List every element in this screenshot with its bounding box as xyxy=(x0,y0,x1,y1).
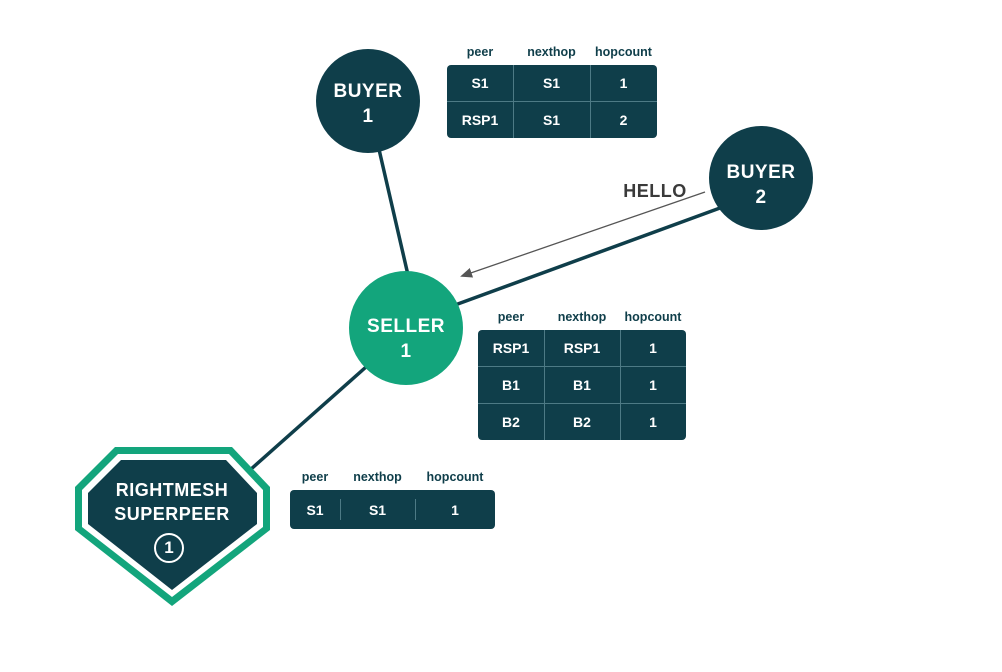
table-cell: B1 xyxy=(573,377,591,393)
superpeer-table-body: S1 S1 1 xyxy=(290,490,495,529)
table-cell: 1 xyxy=(649,377,657,393)
superpeer-header-nexthop: nexthop xyxy=(353,470,402,484)
buyer1-routing-table: peer nexthop hopcount S1 S1 1 RSP1 S1 2 xyxy=(447,45,657,138)
hello-arrow xyxy=(460,191,706,278)
table-cell: B2 xyxy=(573,414,591,430)
seller1-label-line2: 1 xyxy=(400,341,412,362)
seller1-label: SELLER 1 xyxy=(346,314,466,364)
buyer1-header-nexthop: nexthop xyxy=(527,45,576,59)
buyer1-header-peer: peer xyxy=(466,45,494,59)
superpeer-number-badge: 1 xyxy=(154,533,184,563)
buyer1-label: BUYER 1 xyxy=(318,79,418,129)
buyer1-label-line2: 1 xyxy=(362,106,374,127)
table-cell: S1 xyxy=(542,75,561,91)
column-divider xyxy=(544,330,545,440)
superpeer-header-hopcount: hopcount xyxy=(426,470,484,484)
row-divider xyxy=(478,403,686,404)
table-cell: RSP1 xyxy=(461,112,499,128)
column-divider xyxy=(415,499,416,520)
table-cell: S1 xyxy=(542,112,561,128)
column-divider xyxy=(590,65,591,138)
seller1-header-hopcount: hopcount xyxy=(624,310,682,324)
table-row: B2 B2 1 xyxy=(478,404,686,440)
table-cell: S1 xyxy=(368,501,387,518)
table-cell: 2 xyxy=(619,112,628,128)
superpeer-label: RIGHTMESH SUPERPEER xyxy=(92,478,252,526)
table-cell: 1 xyxy=(649,414,657,430)
table-cell: 1 xyxy=(619,75,628,91)
buyer2-label-line2: 2 xyxy=(755,187,767,208)
link-buyer1-seller1 xyxy=(376,144,410,276)
table-cell: S1 xyxy=(306,501,324,518)
column-divider xyxy=(513,65,514,138)
table-cell: 1 xyxy=(649,340,657,356)
table-row: RSP1 RSP1 1 xyxy=(478,330,686,366)
buyer1-label-line1: BUYER xyxy=(333,81,403,102)
buyer1-table-header: peer nexthop hopcount xyxy=(447,45,657,65)
superpeer-header-peer: peer xyxy=(301,470,329,484)
buyer2-label: BUYER 2 xyxy=(711,160,811,210)
table-row: S1 S1 1 xyxy=(447,65,657,101)
buyer1-header-hopcount: hopcount xyxy=(595,45,652,59)
superpeer-label-line2: SUPERPEER xyxy=(114,504,230,524)
buyer2-label-line1: BUYER xyxy=(726,162,796,183)
superpeer-routing-table: peer nexthop hopcount S1 S1 1 xyxy=(290,470,495,529)
link-seller1-superpeer xyxy=(248,365,368,472)
table-cell: RSP1 xyxy=(492,340,530,356)
link-buyer2-seller1 xyxy=(454,206,721,307)
seller1-header-peer: peer xyxy=(497,310,525,324)
table-row: RSP1 S1 2 xyxy=(447,102,657,138)
table-cell: B2 xyxy=(502,414,520,430)
seller1-table-body: RSP1 RSP1 1 B1 B1 1 B2 B2 1 xyxy=(478,330,686,440)
table-cell: 1 xyxy=(451,501,459,518)
seller1-label-line1: SELLER xyxy=(367,316,445,337)
seller1-node xyxy=(349,271,463,385)
row-divider xyxy=(447,101,657,102)
hello-message: HELLO xyxy=(623,181,687,201)
buyer1-table-body: S1 S1 1 RSP1 S1 2 xyxy=(447,65,657,138)
buyer2-node xyxy=(709,126,813,230)
table-cell: RSP1 xyxy=(563,340,601,356)
column-divider xyxy=(620,330,621,440)
column-divider xyxy=(340,499,341,520)
row-divider xyxy=(478,366,686,367)
seller1-header-nexthop: nexthop xyxy=(557,310,607,324)
buyer1-node xyxy=(316,49,420,153)
superpeer-table-header: peer nexthop hopcount xyxy=(290,470,495,490)
table-cell: B1 xyxy=(502,377,520,393)
table-row: B1 B1 1 xyxy=(478,367,686,403)
superpeer-label-line1: RIGHTMESH xyxy=(115,480,229,500)
superpeer-shield-body xyxy=(88,460,257,590)
seller1-routing-table: peer nexthop hopcount RSP1 RSP1 1 B1 B1 … xyxy=(478,310,686,440)
table-row: S1 S1 1 xyxy=(290,490,495,529)
table-cell: S1 xyxy=(471,75,489,91)
seller1-table-header: peer nexthop hopcount xyxy=(478,310,686,330)
